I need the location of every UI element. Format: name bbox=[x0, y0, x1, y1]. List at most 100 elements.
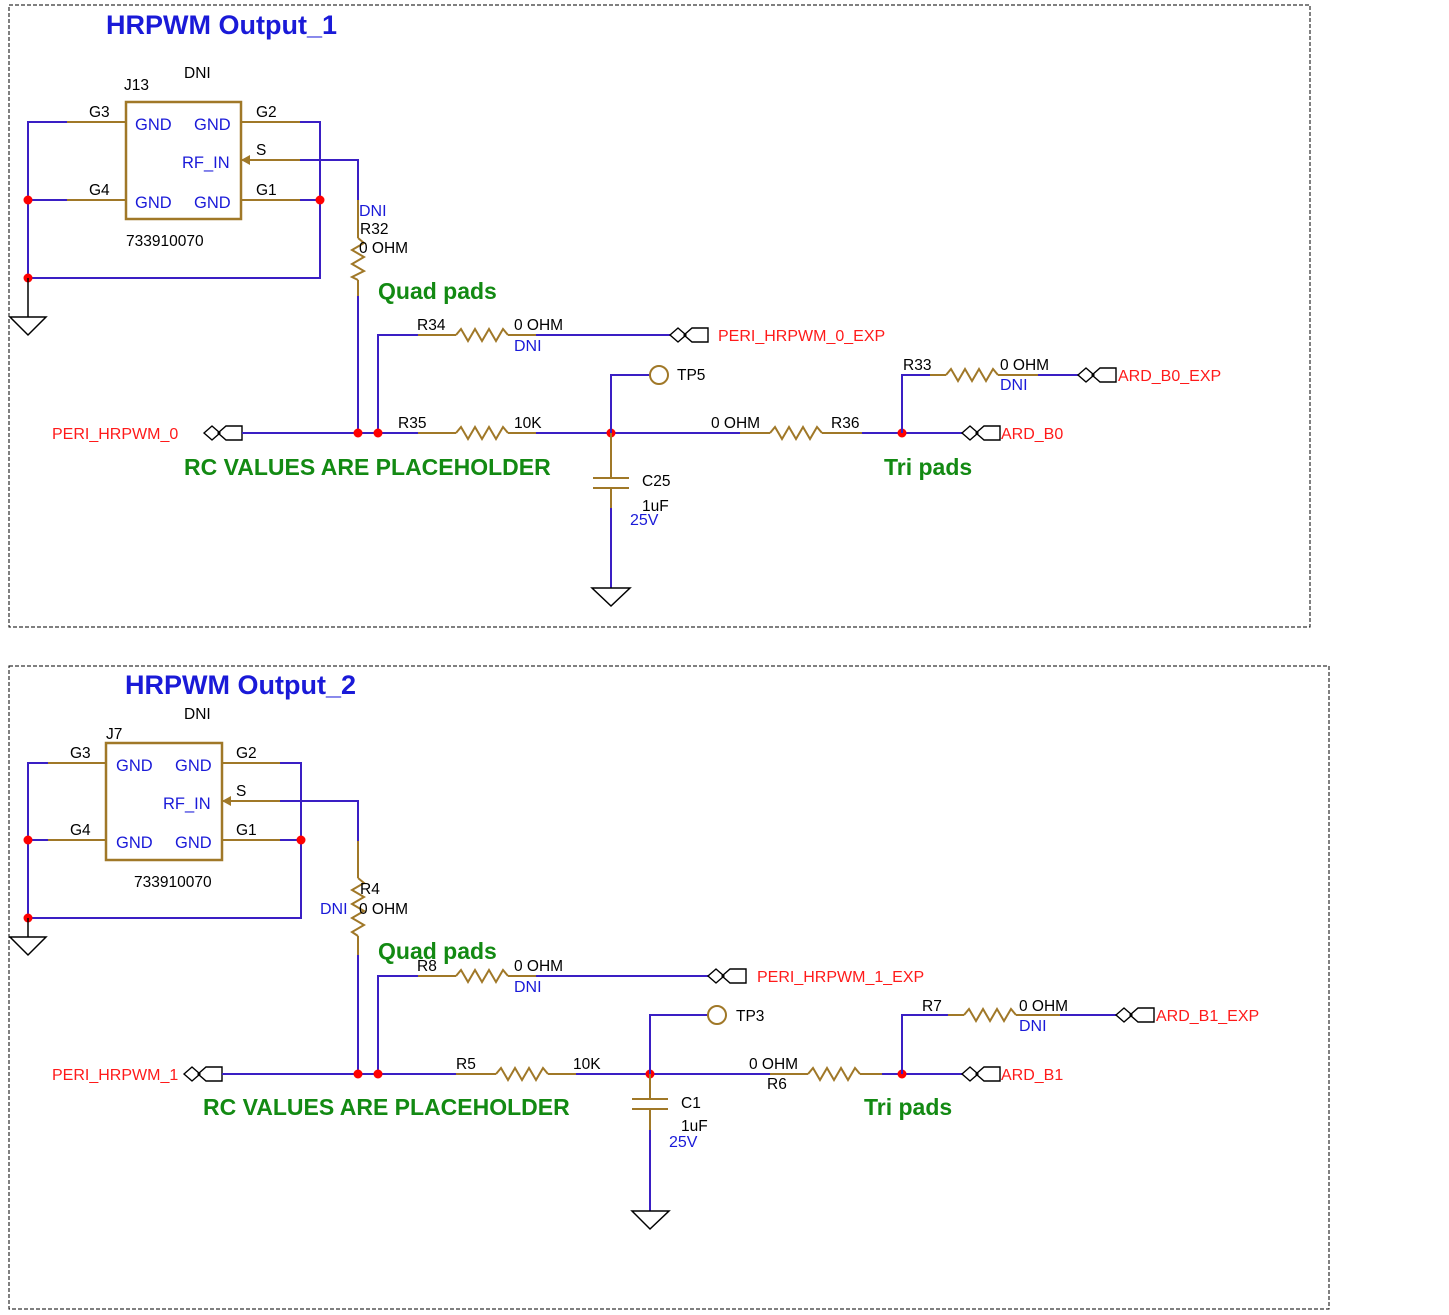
port-icon bbox=[182, 1066, 202, 1082]
port-icon bbox=[1076, 367, 1096, 383]
resistor-ref: R36 bbox=[831, 415, 859, 432]
rc-placeholder-note: RC VALUES ARE PLACEHOLDER bbox=[203, 1094, 570, 1120]
junction bbox=[315, 195, 325, 205]
connector-j7[interactable]: J7 DNI 733910070 GND GND RF_IN GND GND G… bbox=[48, 706, 280, 891]
pin-gnd-tr: GND bbox=[175, 757, 212, 775]
pin-gnd-tl: GND bbox=[135, 116, 172, 134]
port-peri-hrpwm-1-exp[interactable]: PERI_HRPWM_1_EXP bbox=[706, 968, 924, 986]
capacitor-c25[interactable]: C25 1uF 25V bbox=[593, 433, 670, 529]
resistor-r8[interactable]: R8 0 OHM DNI bbox=[417, 958, 563, 996]
resistor-r36[interactable]: 0 OHM R36 bbox=[711, 415, 862, 441]
connector-dni: DNI bbox=[184, 706, 211, 723]
junction bbox=[373, 428, 383, 438]
pin-label-g1: G1 bbox=[256, 182, 277, 199]
port-ard-b0[interactable]: ARD_B0 bbox=[960, 425, 1063, 443]
resistor-ref: R5 bbox=[456, 1056, 476, 1073]
junction bbox=[23, 835, 33, 845]
pin-gnd-tr: GND bbox=[194, 116, 231, 134]
port-icon bbox=[706, 968, 726, 984]
port-peri-hrpwm-0[interactable]: PERI_HRPWM_0 bbox=[52, 425, 243, 443]
resistor-r34[interactable]: R34 0 OHM DNI bbox=[417, 317, 563, 355]
net-label: PERI_HRPWM_0_EXP bbox=[718, 328, 885, 345]
port-icon bbox=[216, 425, 243, 441]
pin-rf-in: RF_IN bbox=[163, 795, 211, 813]
pin-label-g3: G3 bbox=[70, 745, 91, 762]
testpoint-ref: TP5 bbox=[677, 367, 705, 384]
capacitor-value: 1uF bbox=[642, 498, 669, 515]
junction bbox=[353, 428, 363, 438]
pin-gnd-tl: GND bbox=[116, 757, 153, 775]
pin-label-g2: G2 bbox=[256, 104, 277, 121]
port-ard-b1-exp[interactable]: ARD_B1_EXP bbox=[1114, 1007, 1259, 1025]
connector-j13[interactable]: J13 DNI 733910070 GND GND RF_IN GND GND … bbox=[67, 65, 300, 250]
resistor-value: 0 OHM bbox=[359, 901, 408, 918]
net-label: ARD_B0_EXP bbox=[1118, 368, 1221, 385]
testpoint-icon[interactable] bbox=[649, 365, 669, 385]
net-label: ARD_B0 bbox=[1001, 426, 1063, 443]
pin-label-g1: G1 bbox=[236, 822, 257, 839]
resistor-r4[interactable]: R4 0 OHM DNI bbox=[320, 841, 408, 955]
resistor-r5[interactable]: R5 10K bbox=[456, 1056, 601, 1082]
port-icon bbox=[1114, 1007, 1134, 1023]
section-title: HRPWM Output_2 bbox=[125, 670, 356, 700]
section-frame bbox=[8, 4, 1311, 628]
section-hrpwm-output-2: HRPWM Output_2 J7 DNI 733910070 GND GND … bbox=[8, 665, 1330, 1310]
capacitor-voltage: 25V bbox=[669, 1134, 698, 1151]
port-peri-hrpwm-0-exp[interactable]: PERI_HRPWM_0_EXP bbox=[668, 327, 885, 345]
resistor-r35[interactable]: R35 10K bbox=[398, 415, 542, 441]
pin-rf-in: RF_IN bbox=[182, 154, 230, 172]
connector-dni: DNI bbox=[184, 65, 211, 82]
net-label: PERI_HRPWM_1_EXP bbox=[757, 969, 924, 986]
pin-label-g4: G4 bbox=[70, 822, 91, 839]
resistor-r7[interactable]: R7 0 OHM DNI bbox=[922, 998, 1068, 1035]
resistor-r33[interactable]: R33 0 OHM DNI bbox=[903, 357, 1049, 394]
resistor-value: 0 OHM bbox=[1019, 998, 1068, 1015]
ground-symbol-icon bbox=[8, 316, 48, 337]
port-icon bbox=[202, 425, 222, 441]
junction bbox=[296, 835, 306, 845]
pin-gnd-bl: GND bbox=[135, 194, 172, 212]
port-icon bbox=[720, 968, 747, 984]
port-icon bbox=[1128, 1007, 1155, 1023]
resistor-r32[interactable]: DNI R32 0 OHM bbox=[349, 200, 408, 296]
resistor-ref: R7 bbox=[922, 998, 942, 1015]
junction bbox=[373, 1069, 383, 1079]
resistor-dni: DNI bbox=[359, 203, 387, 220]
resistor-dni: DNI bbox=[1019, 1018, 1047, 1035]
port-ard-b1[interactable]: ARD_B1 bbox=[960, 1066, 1063, 1084]
resistor-value: 0 OHM bbox=[514, 958, 563, 975]
resistor-ref: R33 bbox=[903, 357, 931, 374]
port-icon bbox=[960, 425, 980, 441]
capacitor-c1[interactable]: C1 1uF 25V bbox=[632, 1074, 708, 1151]
testpoint-tp3[interactable]: TP3 bbox=[707, 1005, 764, 1025]
resistor-dni: DNI bbox=[1000, 377, 1028, 394]
testpoint-icon[interactable] bbox=[707, 1005, 727, 1025]
resistor-value: 10K bbox=[573, 1056, 601, 1073]
port-icon bbox=[974, 1066, 1001, 1082]
capacitor-voltage: 25V bbox=[630, 512, 659, 529]
port-ard-b0-exp[interactable]: ARD_B0_EXP bbox=[1076, 367, 1221, 385]
port-icon bbox=[1090, 367, 1117, 383]
resistor-ref: R4 bbox=[360, 881, 380, 898]
capacitor-ref: C1 bbox=[681, 1095, 701, 1112]
pin-label-g3: G3 bbox=[89, 104, 110, 121]
connector-part: 733910070 bbox=[126, 233, 204, 250]
section-frame bbox=[8, 665, 1330, 1310]
resistor-r6[interactable]: 0 OHM R6 bbox=[749, 1056, 882, 1093]
rc-placeholder-note: RC VALUES ARE PLACEHOLDER bbox=[184, 454, 551, 480]
tri-pads-note: Tri pads bbox=[864, 1094, 952, 1120]
connector-ref: J13 bbox=[124, 77, 149, 94]
ground-symbol-icon bbox=[590, 587, 632, 608]
pin-label-g4: G4 bbox=[89, 182, 110, 199]
resistor-value: 0 OHM bbox=[1000, 357, 1049, 374]
testpoint-tp5[interactable]: TP5 bbox=[649, 365, 705, 385]
resistor-value: 0 OHM bbox=[359, 240, 408, 257]
port-peri-hrpwm-1[interactable]: PERI_HRPWM_1 bbox=[52, 1066, 223, 1084]
junction bbox=[353, 1069, 363, 1079]
section-hrpwm-output-1: HRPWM Output_1 J13 DNI 733910070 GND GND… bbox=[8, 4, 1311, 628]
resistor-ref: R34 bbox=[417, 317, 446, 334]
resistor-dni: DNI bbox=[514, 979, 542, 996]
capacitor-value: 1uF bbox=[681, 1118, 708, 1135]
net-label: PERI_HRPWM_0 bbox=[52, 426, 178, 443]
